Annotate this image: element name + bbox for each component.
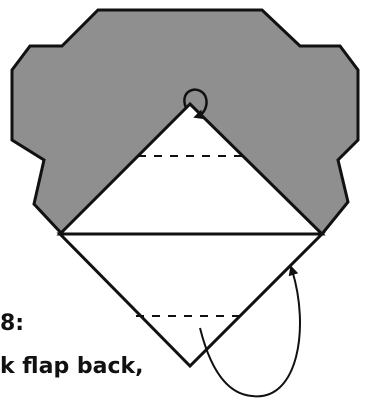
step-number: 8:: [0, 312, 24, 336]
lower-flap-triangle: [60, 234, 322, 366]
step-instruction: k flap back,: [0, 355, 143, 379]
